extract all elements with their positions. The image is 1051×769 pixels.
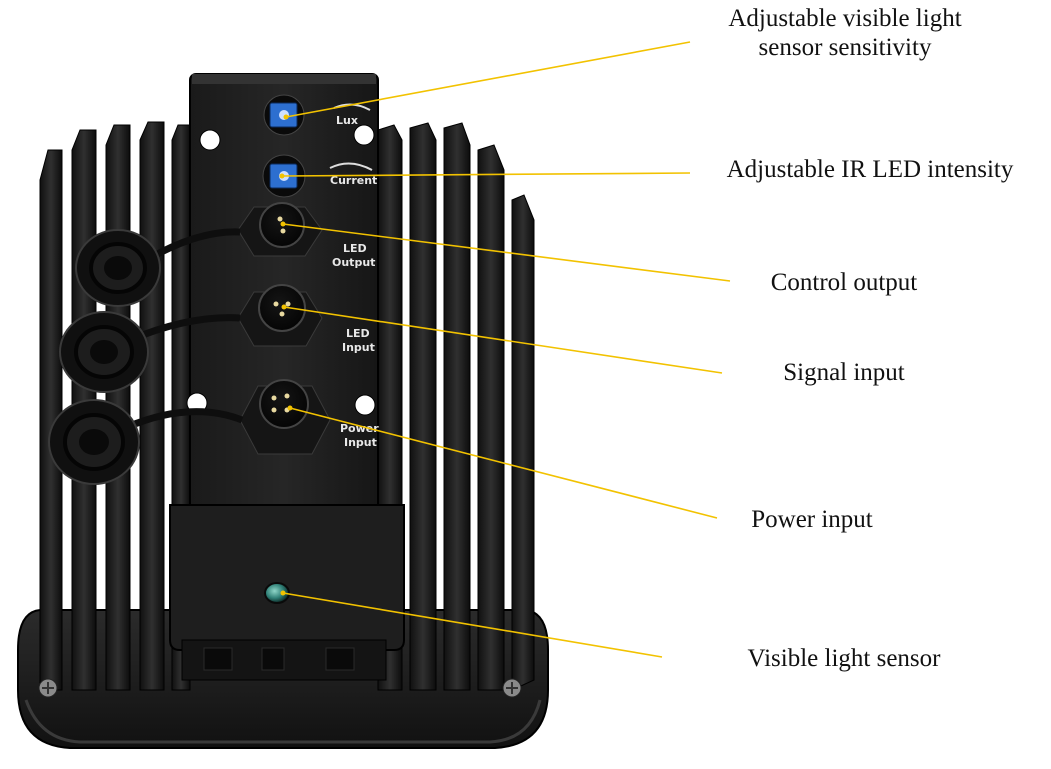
connector-pin — [280, 228, 286, 234]
base-plate-rim — [24, 699, 542, 744]
power-input-label-2: Input — [344, 436, 377, 449]
callout-signal-input: Signal input — [783, 359, 905, 386]
dust-cap-3 — [48, 399, 140, 485]
lux-label: Lux — [336, 114, 358, 127]
callout-control-output: Control output — [770, 269, 918, 296]
visible-light-sensor — [264, 582, 290, 604]
leader-line-visible-sensor — [282, 592, 663, 658]
bracket-slot-1 — [203, 647, 233, 671]
connector-pin — [285, 301, 291, 307]
lower-housing — [169, 504, 405, 651]
mount-hole — [199, 129, 221, 151]
leader-line-ir-intensity — [281, 172, 691, 177]
connector-pin — [273, 301, 279, 307]
connector-pin — [271, 395, 277, 401]
leader-line-control-output — [282, 223, 731, 282]
callout-ir-intensity: Adjustable IR LED intensity — [726, 156, 1014, 183]
led-output-label-1: LED — [343, 242, 367, 255]
mount-hole — [354, 394, 376, 416]
current-label: Current — [330, 174, 377, 187]
bracket-slot-3 — [325, 647, 355, 671]
leader-lines — [281, 41, 731, 658]
leader-line-power-input — [289, 407, 718, 519]
bracket-slot-2 — [261, 647, 285, 671]
cap-tether-3 — [123, 408, 244, 432]
dust-cap-2 — [59, 311, 149, 393]
power-input-connector[interactable] — [259, 379, 309, 429]
leader-line-end-dots — [279, 114, 293, 596]
led-input-label-2: Input — [342, 341, 375, 354]
connector-pin — [279, 311, 285, 317]
base-screw-right — [502, 678, 522, 698]
callout-visible-sensitivity-line1: Adjustable visible light — [728, 5, 962, 32]
power-input-label-1: Power — [340, 422, 379, 435]
dust-cap-1 — [75, 229, 161, 307]
callout-visible-sensitivity-line2: sensor sensitivity — [758, 34, 932, 61]
cap-tether-1 — [148, 228, 241, 262]
led-input-label-1: LED — [346, 327, 370, 340]
base-screw-left — [38, 678, 58, 698]
connector-pin — [284, 393, 290, 399]
mount-hole — [353, 124, 375, 146]
callout-visible-sensitivity: Adjustable visible light sensor sensitiv… — [700, 4, 990, 62]
connector-pin — [271, 407, 277, 413]
callout-power-input: Power input — [751, 506, 873, 533]
callout-visible-sensor: Visible light sensor — [747, 645, 941, 672]
leader-line-visible-sensitivity — [285, 41, 691, 118]
led-output-label-2: Output — [332, 256, 375, 269]
leader-line-signal-input — [283, 306, 723, 374]
connector-pin — [277, 216, 283, 222]
current-arrow-icon — [329, 162, 373, 171]
panel-top-edge — [192, 74, 376, 84]
